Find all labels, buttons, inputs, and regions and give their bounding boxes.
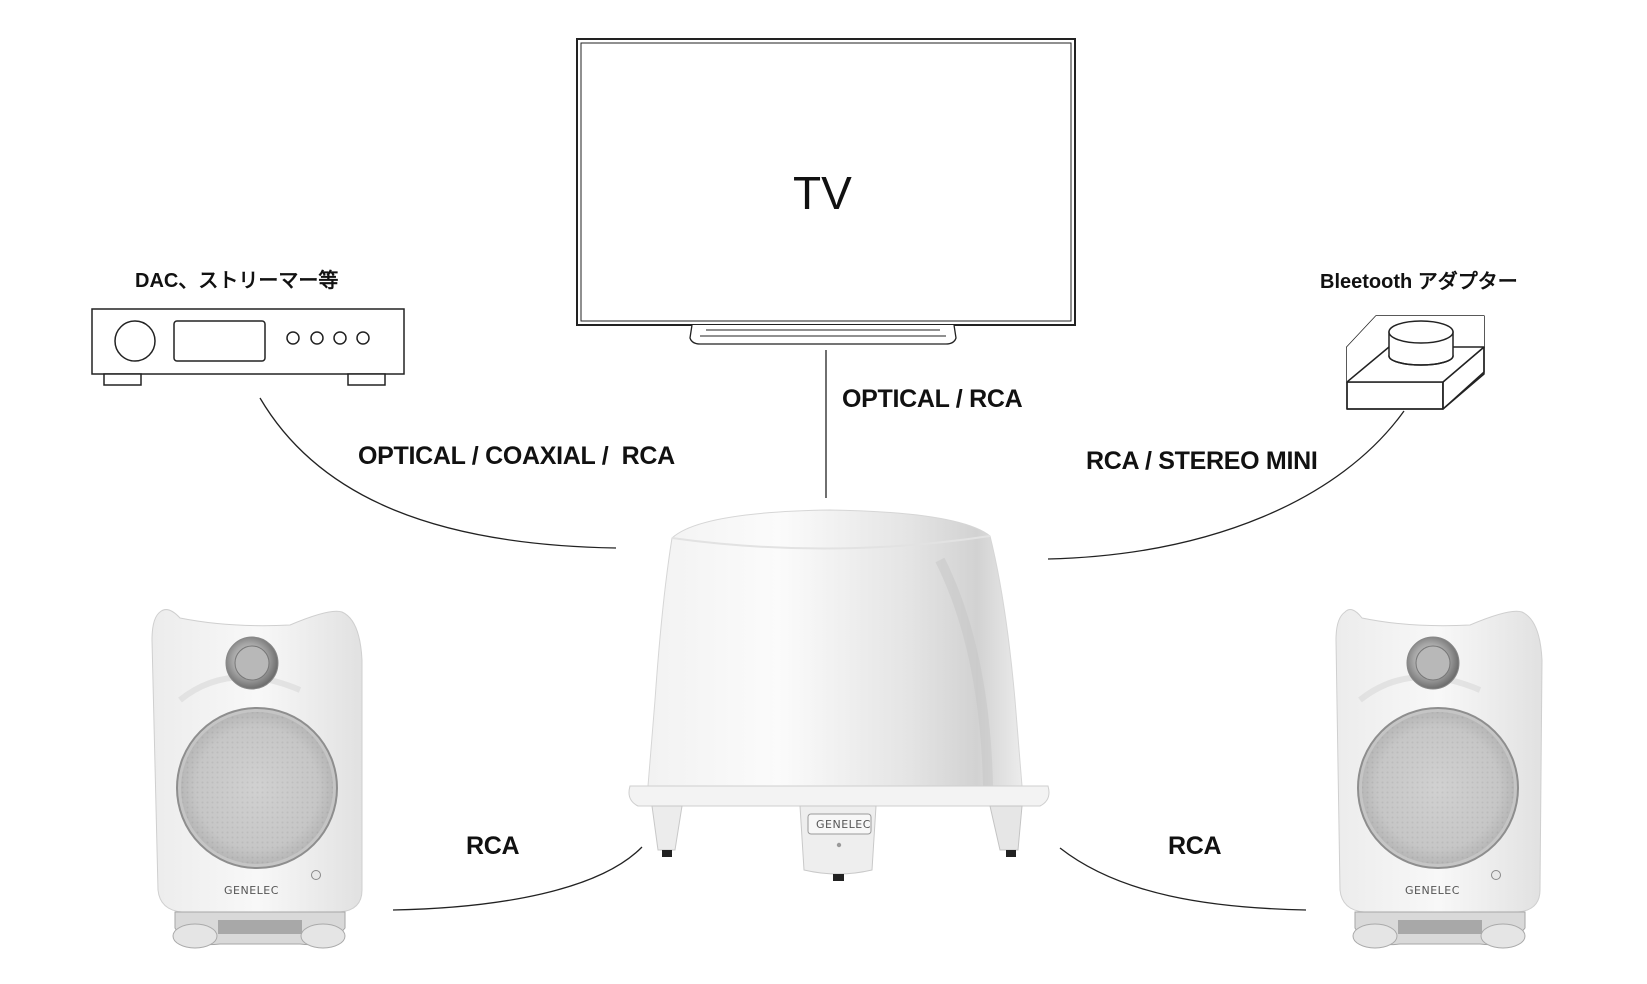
cable-subwoofer-to-left-speaker: [392, 846, 643, 911]
subwoofer-brand-logo: GENELEC: [816, 818, 871, 831]
dac-volume-knob: [114, 320, 156, 362]
dac-device: [91, 308, 405, 386]
bluetooth-adapter-device: [1346, 315, 1485, 410]
right-speaker-device: [1335, 609, 1543, 949]
bluetooth-connection-label: RCA / STEREO MINI: [1086, 447, 1318, 475]
tv-label: TV: [793, 167, 852, 219]
dac-connection-label: OPTICAL / COAXIAL / RCA: [358, 442, 675, 470]
subwoofer-device: [628, 509, 1050, 881]
left-speaker-device: [151, 609, 363, 949]
left-speaker-brand-logo: GENELEC: [224, 884, 279, 897]
right-speaker-brand-logo: GENELEC: [1405, 884, 1460, 897]
cables: [259, 350, 1405, 911]
dac-label: DAC、ストリーマー等: [135, 270, 339, 292]
dac-display: [173, 320, 266, 362]
tv-connection-label: OPTICAL / RCA: [842, 385, 1023, 413]
bluetooth-adapter-label: Bleetooth アダプター: [1320, 271, 1518, 293]
right-speaker-connection-label: RCA: [1168, 832, 1222, 860]
cable-dac-to-subwoofer: [259, 397, 617, 549]
left-speaker-connection-label: RCA: [466, 832, 520, 860]
subwoofer-logo-badge: [807, 813, 872, 835]
cable-subwoofer-to-right-speaker: [1059, 847, 1307, 911]
tv-device: [576, 38, 1076, 345]
cable-bluetooth-to-subwoofer: [1047, 410, 1405, 560]
